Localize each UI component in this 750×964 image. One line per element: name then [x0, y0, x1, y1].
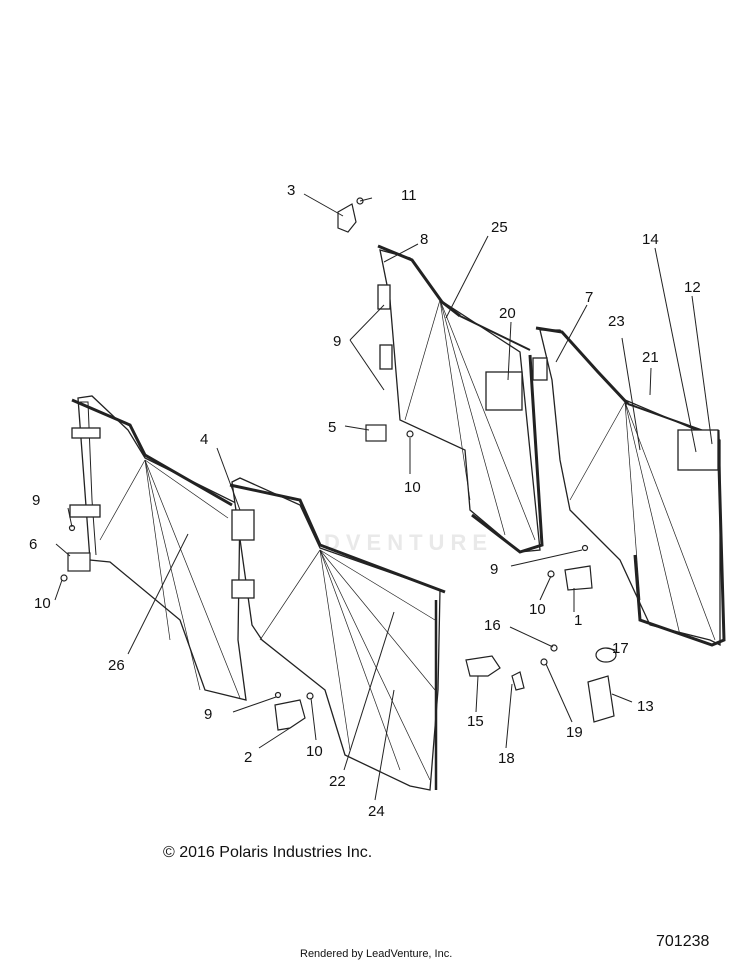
callout-20: 20: [499, 305, 516, 322]
washer-19: [540, 658, 548, 666]
latch-15: [465, 655, 501, 677]
rendered-by-text: Rendered by LeadVenture, Inc.: [300, 948, 453, 960]
callout-19: 19: [566, 724, 583, 741]
hinge-bracket-5: [365, 424, 414, 442]
callout-10-c: 10: [34, 595, 51, 612]
callout-18: 18: [498, 750, 515, 767]
callout-9-c: 9: [32, 492, 40, 509]
callout-25: 25: [491, 219, 508, 236]
callout-24: 24: [368, 803, 385, 820]
callout-11: 11: [401, 187, 417, 204]
callout-26: 26: [108, 657, 125, 674]
callout-13: 13: [637, 698, 654, 715]
callout-9-d: 9: [204, 706, 212, 723]
hinge-bracket-2: [274, 691, 314, 731]
door-panel-26: [69, 395, 247, 701]
callout-23: 23: [608, 313, 625, 330]
hinge-bracket-6: [60, 524, 91, 582]
callout-8: 8: [420, 231, 428, 248]
callout-16: 16: [484, 617, 501, 634]
latch-plate-13: [587, 675, 615, 723]
callout-21: 21: [642, 349, 659, 366]
callout-9-a: 9: [333, 333, 341, 350]
striker-18: [511, 671, 525, 691]
hinge-bracket-3: [337, 197, 364, 233]
latch-parts: [465, 644, 617, 723]
diagram-id: 701238: [656, 933, 710, 950]
callout-14: 14: [642, 231, 659, 248]
callout-3: 3: [287, 182, 295, 199]
callout-17: 17: [612, 640, 629, 657]
callout-10-b: 10: [529, 601, 546, 618]
screw-16: [550, 644, 558, 652]
callout-10-a: 10: [404, 479, 421, 496]
callout-10-d: 10: [306, 743, 323, 760]
callout-15: 15: [467, 713, 484, 730]
leader-lines: [54, 193, 713, 801]
copyright-text: © 2016 Polaris Industries Inc.: [163, 844, 373, 861]
callout-12: 12: [684, 279, 701, 296]
callout-6: 6: [29, 536, 37, 553]
door-panel-24: [229, 477, 446, 791]
door-panel-25: [377, 244, 544, 554]
callout-2: 2: [244, 749, 252, 766]
callout-5: 5: [328, 419, 336, 436]
callout-4: 4: [200, 431, 208, 448]
callout-9-b: 9: [490, 561, 498, 578]
callout-22: 22: [329, 773, 346, 790]
callout-1: 1: [574, 612, 582, 629]
callout-7: 7: [585, 289, 593, 306]
door-panel-21: [532, 326, 726, 647]
hinge-bracket-1: [547, 544, 593, 591]
callout-labels: 1 2 3 4 5 6 7 8 9 9 9 9 10 10 10 10 11 1…: [29, 182, 701, 820]
